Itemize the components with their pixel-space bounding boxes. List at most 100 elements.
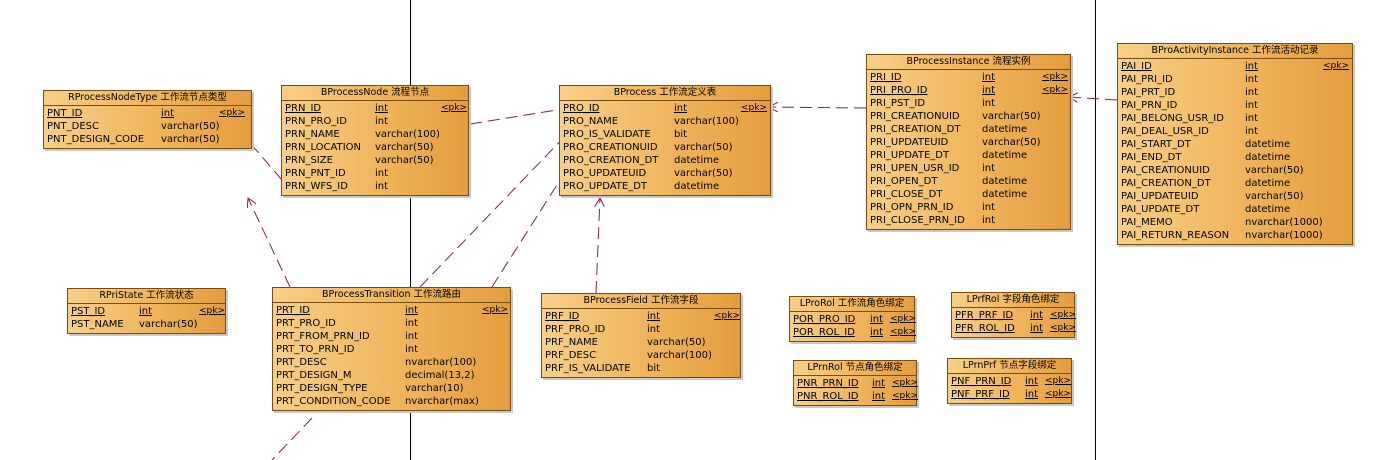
column-type: int: [1245, 74, 1259, 85]
column-name: PNT_DESIGN_CODE: [47, 134, 145, 145]
column-key: <pk>: [219, 108, 246, 118]
column-type: varchar(50): [982, 137, 1041, 148]
column-type: varchar(50): [161, 134, 220, 145]
column-name: PRO_NAME: [563, 116, 619, 127]
column-name: PRO_IS_VALIDATE: [563, 129, 651, 140]
column-key: <pk>: [1323, 61, 1350, 71]
column-type: datetime: [1245, 204, 1291, 215]
column-name: PRI_CLOSE_DT: [870, 189, 943, 200]
column-name: PAI_UPDATE_DT: [1121, 204, 1200, 215]
column-name: PRI_CREATION_DT: [870, 124, 961, 135]
column-name: PAI_DEAL_USR_ID: [1121, 126, 1209, 137]
column-type: varchar(50): [375, 142, 434, 153]
column-type: varchar(50): [647, 337, 706, 348]
column-row[interactable]: PNT_DESIGN_CODE varchar(50): [47, 133, 251, 146]
column-key: <pk>: [1045, 376, 1072, 386]
column-type: varchar(50): [674, 142, 733, 153]
column-name: PAI_BELONG_USR_ID: [1121, 113, 1224, 124]
column-row[interactable]: PAI_UPDATE_DT datetime: [1121, 203, 1352, 216]
column-type: int: [375, 168, 389, 179]
column-type: int: [375, 181, 389, 192]
column-name: PRN_NAME: [285, 129, 340, 140]
